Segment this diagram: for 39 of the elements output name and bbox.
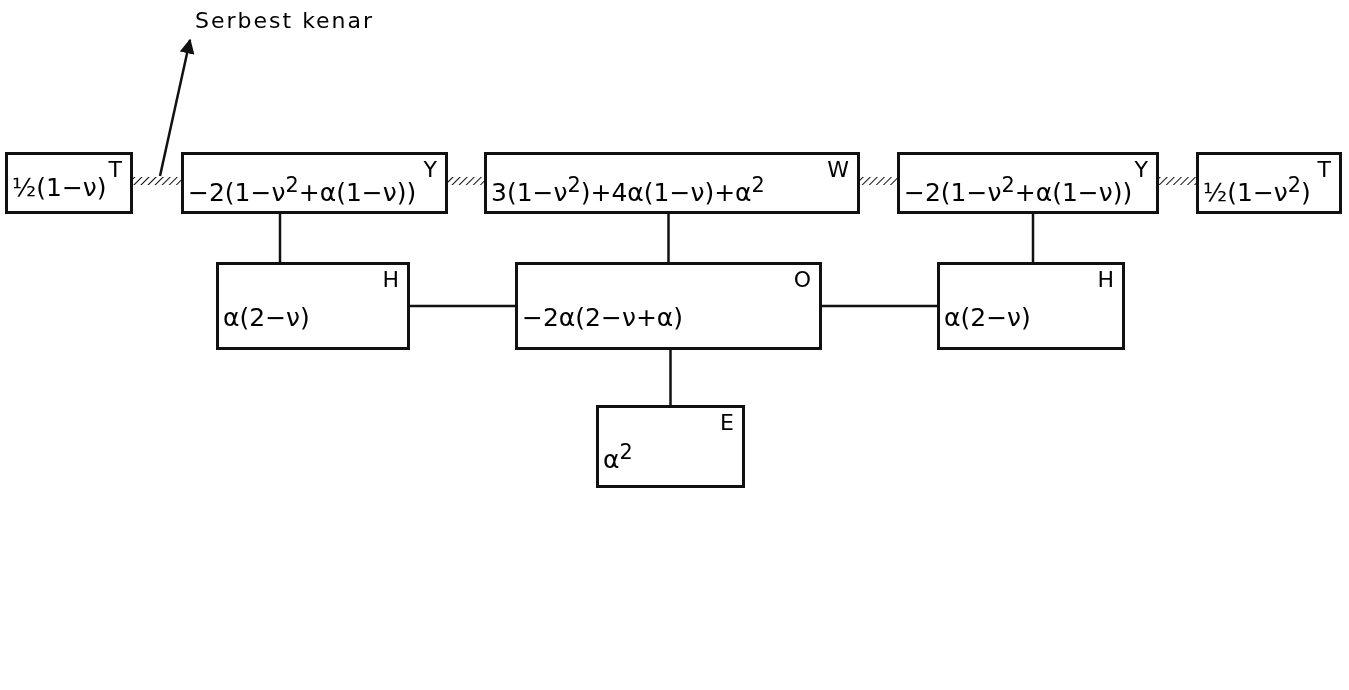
connector-line	[278, 214, 282, 262]
node-letter: H	[1097, 267, 1114, 292]
formula-text: α$^{2}$	[603, 440, 633, 475]
connector-line	[410, 304, 515, 308]
formula-text: α(2−ν)	[944, 303, 1031, 332]
formula-text: ½(1−ν)	[12, 173, 107, 202]
connector-line	[822, 304, 937, 308]
leader-line	[158, 38, 195, 177]
connector-line	[669, 350, 672, 405]
formula-text: −2(1−ν$^{2}$+α(1−ν))	[188, 173, 417, 208]
formula-box	[5, 152, 133, 214]
node-letter: Y	[423, 157, 437, 182]
formula-box	[897, 152, 1159, 214]
annotation-text: Serbest kenar	[195, 8, 375, 33]
connector-line	[667, 214, 670, 262]
node-letter: O	[793, 267, 811, 292]
node-letter: H	[382, 267, 399, 292]
node-letter: T	[108, 157, 122, 182]
formula-box	[515, 262, 822, 350]
formula-text: α(2−ν)	[223, 303, 310, 332]
node-letter: Y	[1134, 157, 1148, 182]
formula-box	[216, 262, 410, 350]
hatched-connector	[860, 177, 897, 185]
connector-line	[1031, 214, 1035, 262]
formula-text: 3(1−ν$^{2}$)+4α(1−ν)+α$^{2}$	[491, 173, 765, 208]
node-letter: T	[1317, 157, 1331, 182]
hatched-connector	[1159, 177, 1196, 185]
node-letter: W	[827, 157, 849, 182]
formula-box	[484, 152, 860, 214]
formula-box	[937, 262, 1125, 350]
node-letter: E	[720, 410, 734, 435]
formula-box	[181, 152, 448, 214]
hatched-connector	[133, 177, 181, 185]
formula-box	[596, 405, 745, 488]
formula-text: −2(1−ν$^{2}$+α(1−ν))	[904, 173, 1133, 208]
hatched-connector	[448, 177, 484, 185]
formula-text: ½(1−ν$^{2}$)	[1203, 173, 1311, 208]
formula-box	[1196, 152, 1342, 214]
formula-text: −2α(2−ν+α)	[522, 303, 684, 332]
